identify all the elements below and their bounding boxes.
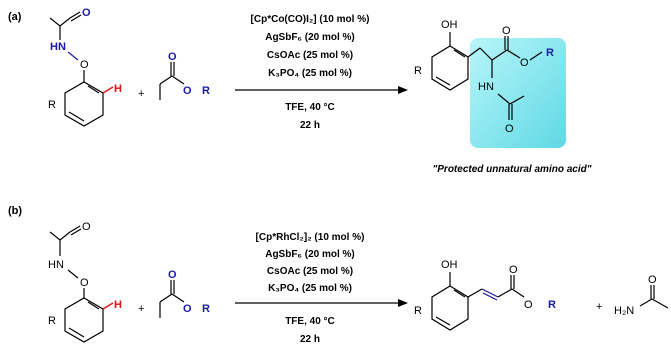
panel-b-time: 22 h xyxy=(300,334,320,345)
panel-a-note: "Protected unnatural amino acid" xyxy=(433,164,592,175)
panel-a-reactant: O HN O H R xyxy=(48,7,122,127)
panel-b-byproduct-o: O xyxy=(648,274,657,286)
panel-a-product-carbonyl-o: O xyxy=(502,25,511,37)
panel-a-acrylate-r: R xyxy=(202,85,210,97)
panel-a-acrylate-ester-o: O xyxy=(183,85,192,97)
panel-a-acrylate: O O R xyxy=(159,51,210,100)
panel-a-product: OH R O O R HN O xyxy=(414,19,566,148)
panel-a-product-hn: HN xyxy=(478,81,494,93)
panel-b-product-ester-o: O xyxy=(524,299,533,311)
panel-b-additive: AgSbF₆ (20 mol %) xyxy=(265,249,355,260)
panel-b-byproduct-h2n: H₂N xyxy=(614,305,634,317)
panel-a-catalyst: [Cp*Co(CO)I₂] (10 mol %) xyxy=(251,14,370,25)
panel-b-plus-2: + xyxy=(596,301,602,313)
panel-b-reactant-ether-o: O xyxy=(80,277,89,289)
panel-a-product-r2: R xyxy=(546,47,554,59)
panel-b-catalyst: [Cp*RhCl₂]₂ (10 mol %) xyxy=(256,232,365,243)
panel-b-product-r: R xyxy=(414,305,422,317)
panel-b-acrylate: O O R xyxy=(159,269,210,318)
panel-a-time: 22 h xyxy=(300,120,320,131)
panel-a-reactant-hn: HN xyxy=(50,41,66,53)
panel-a-reactant-carbonyl-o: O xyxy=(82,7,91,19)
panel-b-solvent-temp: TFE, 40 °C xyxy=(285,316,335,327)
panel-a-additive: AgSbF₆ (20 mol %) xyxy=(265,32,355,43)
panel-a-conditions: [Cp*Co(CO)I₂] (10 mol %) AgSbF₆ (20 mol … xyxy=(235,14,408,131)
panel-a-product-r: R xyxy=(414,65,422,77)
panel-b-base-1: CsOAc (25 mol %) xyxy=(267,266,353,277)
panel-a-acrylate-carbonyl-o: O xyxy=(168,51,177,63)
panel-a-highlight-box xyxy=(470,38,566,148)
panel-a-reactant-r: R xyxy=(48,99,56,111)
panel-a-product-amide-o: O xyxy=(505,123,514,135)
panel-b-base-2: K₃PO₄ (25 mol %) xyxy=(268,283,352,294)
panel-a-product-oh: OH xyxy=(441,19,458,31)
panel-a-label: (a) xyxy=(8,11,22,23)
panel-b-reactant-r: R xyxy=(48,315,56,327)
panel-a-product-ester-o: O xyxy=(520,57,529,69)
panel-b-plus: + xyxy=(138,303,144,315)
panel-b-product: OH R O O R xyxy=(414,259,556,331)
panel-b-reactant-hn: HN xyxy=(48,259,64,271)
panel-a-base-2: K₃PO₄ (25 mol %) xyxy=(268,68,352,79)
panel-a-solvent-temp: TFE, 40 °C xyxy=(285,102,335,113)
panel-b-byproduct: O H₂N xyxy=(614,274,669,317)
panel-b-product-r2: R xyxy=(548,299,556,311)
panel-b-label: (b) xyxy=(8,205,22,217)
panel-a-base-1: CsOAc (25 mol %) xyxy=(267,50,353,61)
panel-a-plus: + xyxy=(138,88,144,100)
panel-b-reactant-carbonyl-o: O xyxy=(82,221,91,233)
panel-a-reactant-ether-o: O xyxy=(80,59,89,71)
panel-b-acrylate-ester-o: O xyxy=(183,303,192,315)
panel-a-reactant-h: H xyxy=(114,83,122,95)
panel-b-product-carbonyl-o: O xyxy=(509,264,518,276)
panel-b-acrylate-r: R xyxy=(202,303,210,315)
panel-b-conditions: [Cp*RhCl₂]₂ (10 mol %) AgSbF₆ (20 mol %)… xyxy=(235,232,408,345)
panel-b-reactant-h: H xyxy=(114,299,122,311)
panel-b-reactant: O HN O H R xyxy=(48,221,122,343)
panel-b-product-oh: OH xyxy=(441,259,458,271)
panel-b-acrylate-carbonyl-o: O xyxy=(168,269,177,281)
